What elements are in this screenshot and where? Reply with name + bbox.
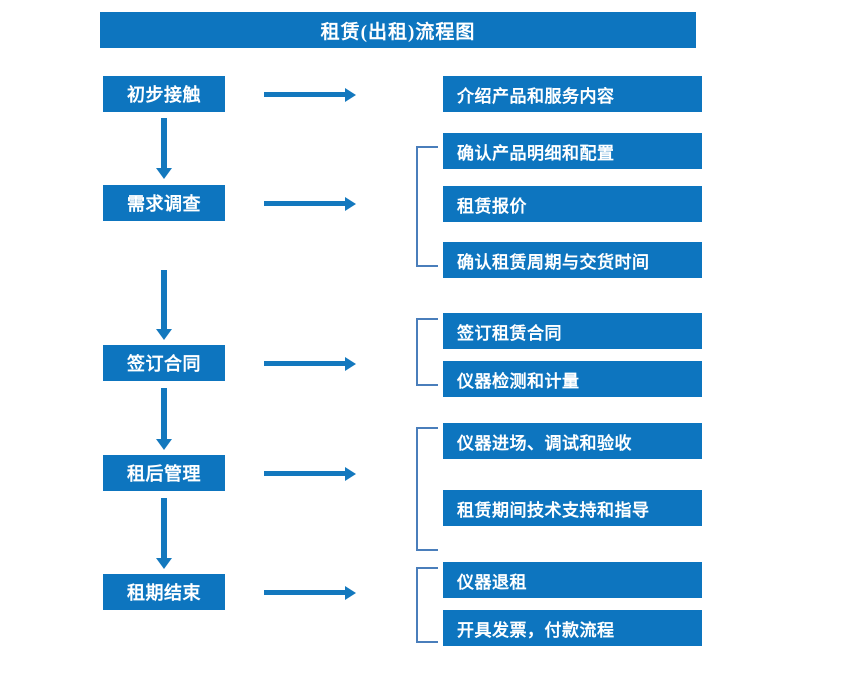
detail-label: 仪器进场、调试和验收: [457, 433, 632, 453]
diagram-title-bar: 租赁(出租)流程图: [100, 12, 696, 48]
stage-box-lease-end[interactable]: 租期结束: [103, 574, 225, 610]
stage-box-post-rental-management[interactable]: 租后管理: [103, 455, 225, 491]
stage-box-initial-contact[interactable]: 初步接触: [103, 76, 225, 112]
stage-label: 需求调查: [127, 194, 201, 214]
arrow-head-icon: [156, 439, 172, 450]
stage-arrow-right-1: [264, 88, 356, 102]
flow-arrow-down-2: [156, 270, 172, 340]
arrow-shaft: [264, 361, 345, 366]
detail-box-confirm-product-spec[interactable]: 确认产品明细和配置: [443, 133, 702, 169]
detail-box-rental-quote[interactable]: 租赁报价: [443, 186, 702, 222]
detail-label: 租赁报价: [457, 196, 527, 216]
detail-label: 确认租赁周期与交货时间: [457, 252, 650, 272]
detail-label: 仪器退租: [457, 572, 527, 592]
arrow-shaft: [264, 92, 345, 97]
arrow-head-icon: [345, 467, 356, 481]
detail-box-instrument-inspection[interactable]: 仪器检测和计量: [443, 361, 702, 397]
arrow-head-icon: [345, 197, 356, 211]
stage-arrow-right-3: [264, 357, 356, 371]
detail-box-instrument-onsite-commissioning[interactable]: 仪器进场、调试和验收: [443, 423, 702, 459]
arrow-shaft: [161, 388, 167, 439]
detail-label: 签订租赁合同: [457, 323, 562, 343]
stage-label: 租期结束: [127, 583, 201, 603]
detail-label: 确认产品明细和配置: [457, 143, 615, 163]
detail-label: 租赁期间技术支持和指导: [457, 500, 650, 520]
detail-label: 仪器检测和计量: [457, 371, 580, 391]
detail-box-introduce-products[interactable]: 介绍产品和服务内容: [443, 76, 702, 112]
arrow-head-icon: [156, 329, 172, 340]
arrow-shaft: [161, 118, 167, 168]
detail-box-instrument-return[interactable]: 仪器退租: [443, 562, 702, 598]
group-bracket-lease-end: [416, 567, 438, 643]
group-bracket-post-rental: [416, 427, 438, 551]
stage-arrow-right-2: [264, 197, 356, 211]
arrow-shaft: [264, 471, 345, 476]
arrow-shaft: [264, 590, 345, 595]
detail-label: 开具发票，付款流程: [457, 620, 615, 640]
detail-box-technical-support[interactable]: 租赁期间技术支持和指导: [443, 490, 702, 526]
detail-label: 介绍产品和服务内容: [457, 86, 615, 106]
stage-label: 租后管理: [127, 464, 201, 484]
stage-arrow-right-4: [264, 467, 356, 481]
arrow-shaft: [161, 498, 167, 558]
arrow-shaft: [264, 201, 345, 206]
flow-arrow-down-4: [156, 498, 172, 569]
stage-box-sign-contract[interactable]: 签订合同: [103, 345, 225, 381]
detail-box-sign-rental-contract[interactable]: 签订租赁合同: [443, 313, 702, 349]
arrow-head-icon: [156, 558, 172, 569]
detail-box-invoice-payment[interactable]: 开具发票，付款流程: [443, 610, 702, 646]
page-title: 租赁(出租)流程图: [320, 21, 476, 43]
flow-arrow-down-3: [156, 388, 172, 450]
group-bracket-sign-contract: [416, 318, 438, 386]
arrow-head-icon: [345, 88, 356, 102]
stage-label: 初步接触: [127, 85, 201, 105]
detail-box-confirm-period-delivery[interactable]: 确认租赁周期与交货时间: [443, 242, 702, 278]
arrow-head-icon: [156, 168, 172, 179]
stage-label: 签订合同: [127, 354, 201, 374]
stage-arrow-right-5: [264, 586, 356, 600]
flow-arrow-down-1: [156, 118, 172, 179]
arrow-shaft: [161, 270, 167, 329]
group-bracket-demand-survey: [416, 146, 438, 267]
arrow-head-icon: [345, 586, 356, 600]
arrow-head-icon: [345, 357, 356, 371]
stage-box-demand-survey[interactable]: 需求调查: [103, 185, 225, 221]
